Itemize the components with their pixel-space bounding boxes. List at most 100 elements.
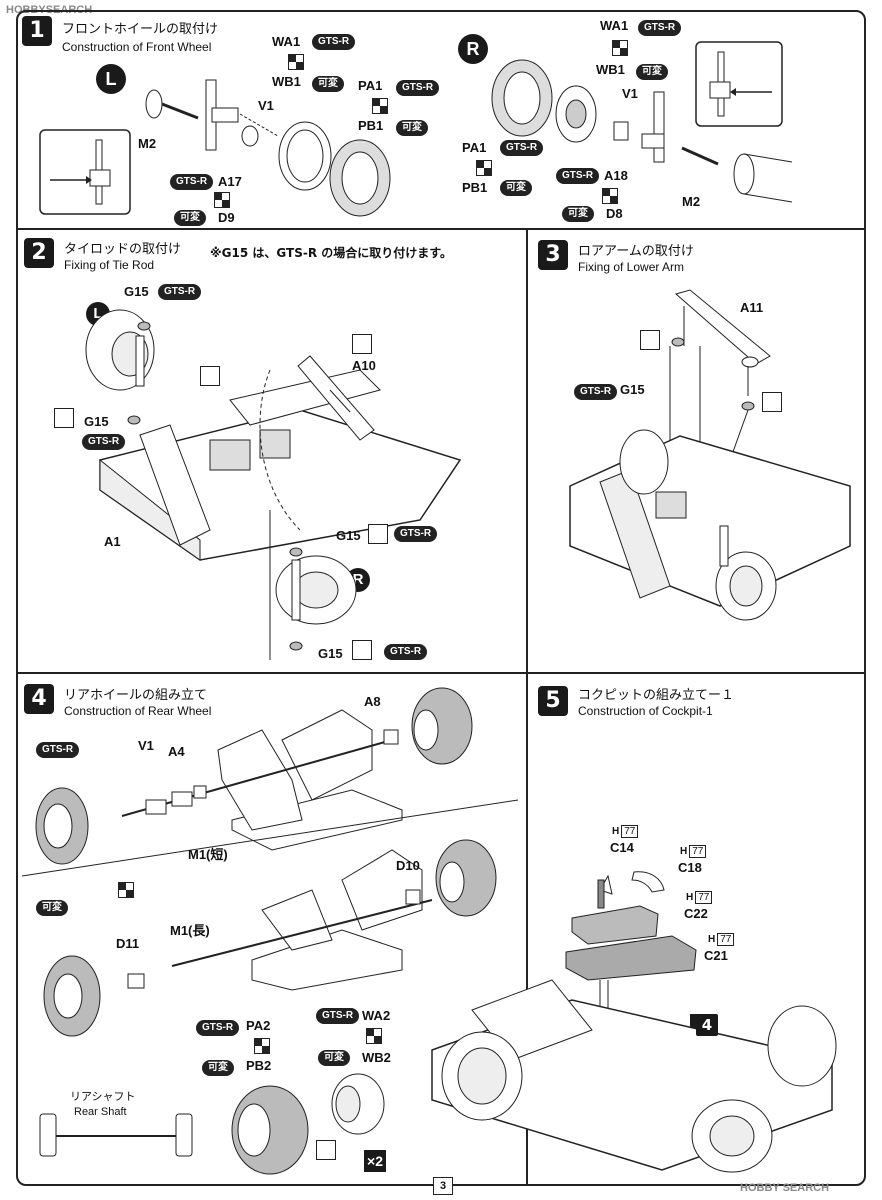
h-number: 77 xyxy=(689,845,707,858)
glue-icon xyxy=(200,366,220,386)
gtsr-tag: GTS-R xyxy=(574,384,618,400)
part-g15-top: G15 xyxy=(124,284,149,299)
gtsr-tag: GTS-R xyxy=(316,1008,360,1024)
part-d8: D8 xyxy=(606,206,623,221)
gtsr-tag: GTS-R xyxy=(158,284,202,300)
variant-diamond-icon xyxy=(118,882,134,898)
h-label: H xyxy=(686,892,694,903)
gtsr-tag: GTS-R xyxy=(312,34,356,50)
part-a4: A4 xyxy=(168,744,185,759)
part-pa2: PA2 xyxy=(246,1018,271,1033)
step-3-number: 3 xyxy=(538,240,568,270)
step-4-title-jp: リアホイールの組み立て xyxy=(64,688,208,703)
part-a1: A1 xyxy=(104,534,121,549)
front-wheel-left-drawing xyxy=(145,79,391,217)
kahen-tag: 可変 xyxy=(562,206,594,222)
rear-wheel-drawing xyxy=(21,687,519,1175)
part-g15-left: G15 xyxy=(84,414,109,429)
kahen-tag: 可変 xyxy=(202,1060,234,1076)
page-number: 3 xyxy=(433,1177,453,1195)
step-3-title-jp: ロアアームの取付け xyxy=(578,244,694,259)
part-g15-right-top: G15 xyxy=(336,528,361,543)
part-wa1-right: WA1 xyxy=(600,18,629,33)
gtsr-tag: GTS-R xyxy=(384,644,428,660)
glue-icon xyxy=(316,1140,336,1160)
variant-diamond-icon xyxy=(476,160,492,176)
variant-diamond-icon xyxy=(612,40,628,56)
kahen-tag: 可変 xyxy=(36,900,68,916)
part-wb1-left: WB1 xyxy=(272,74,301,89)
rear-shaft-label-en: Rear Shaft xyxy=(74,1106,127,1118)
h-label: H xyxy=(612,826,620,837)
step-2-note: ※G15 は、GTS-R の場合に取り付けます。 xyxy=(210,246,453,260)
part-g15: G15 xyxy=(620,382,645,397)
variant-diamond-icon xyxy=(602,188,618,204)
h-label: H xyxy=(680,846,688,857)
glue-icon xyxy=(762,392,782,412)
step-2-title-en: Fixing of Tie Rod xyxy=(64,258,155,272)
part-m1-short: M1(短) xyxy=(188,847,228,862)
kahen-tag: 可変 xyxy=(636,64,668,80)
kahen-tag: 可変 xyxy=(396,120,428,136)
h-number: 77 xyxy=(621,825,639,838)
kahen-tag: 可変 xyxy=(312,76,344,92)
part-a10: A10 xyxy=(352,358,376,373)
part-pb1-left: PB1 xyxy=(358,118,384,133)
divider xyxy=(526,228,528,1186)
side-right-marker: R xyxy=(458,34,488,64)
glue-icon xyxy=(368,524,388,544)
divider xyxy=(16,672,866,674)
front-wheel-right-drawing xyxy=(491,59,793,203)
part-m2-left: M2 xyxy=(138,136,157,151)
kahen-tag: 可変 xyxy=(174,210,206,226)
part-c18: C18 xyxy=(678,860,702,875)
h-label: H xyxy=(708,934,716,945)
part-a11: A11 xyxy=(740,300,764,315)
variant-diamond-icon xyxy=(288,54,304,70)
part-a18: A18 xyxy=(604,168,628,183)
inset-right-detail xyxy=(695,41,783,127)
glue-icon xyxy=(352,640,372,660)
step-3-title-en: Fixing of Lower Arm xyxy=(578,260,685,274)
part-c14: C14 xyxy=(610,840,634,855)
part-d11: D11 xyxy=(116,936,140,951)
part-c22: C22 xyxy=(684,906,708,921)
step-4-number: 4 xyxy=(24,684,54,714)
step-2-number: 2 xyxy=(24,238,54,268)
part-a17: A17 xyxy=(218,174,242,189)
part-pb2: PB2 xyxy=(246,1058,272,1073)
part-v1: V1 xyxy=(138,738,154,753)
step-1-title-en: Construction of Front Wheel xyxy=(62,40,212,54)
variant-diamond-icon xyxy=(254,1038,270,1054)
watermark-bottom: HOBBY SEARCH xyxy=(740,1182,830,1194)
step-2-title-jp: タイロッドの取付け xyxy=(64,242,182,257)
part-d10: D10 xyxy=(396,858,420,873)
gtsr-tag: GTS-R xyxy=(556,168,600,184)
step-1-number: 1 xyxy=(22,16,52,46)
kahen-tag: 可変 xyxy=(500,180,532,196)
gtsr-tag: GTS-R xyxy=(394,526,438,542)
part-m1-long: M1(長) xyxy=(170,923,210,938)
quantity-x2-badge: ×2 xyxy=(364,1150,386,1172)
variant-diamond-icon xyxy=(366,1028,382,1044)
inset-left-detail xyxy=(39,129,131,215)
part-g15-right-bottom: G15 xyxy=(318,646,343,661)
part-wb1-right: WB1 xyxy=(596,62,625,77)
part-wa2: WA2 xyxy=(362,1008,391,1023)
cockpit-drawing xyxy=(431,871,837,1173)
step-5-title-en: Construction of Cockpit-1 xyxy=(578,704,713,718)
gtsr-tag: GTS-R xyxy=(196,1020,240,1036)
part-m2-right: M2 xyxy=(682,194,701,209)
tie-rod-chassis-drawing xyxy=(85,309,462,660)
part-c21: C21 xyxy=(704,948,728,963)
h-number: 77 xyxy=(695,891,713,904)
gtsr-tag: GTS-R xyxy=(36,742,80,758)
glue-icon xyxy=(640,330,660,350)
gtsr-tag: GTS-R xyxy=(638,20,682,36)
lower-arm-chassis-drawing xyxy=(569,289,851,621)
